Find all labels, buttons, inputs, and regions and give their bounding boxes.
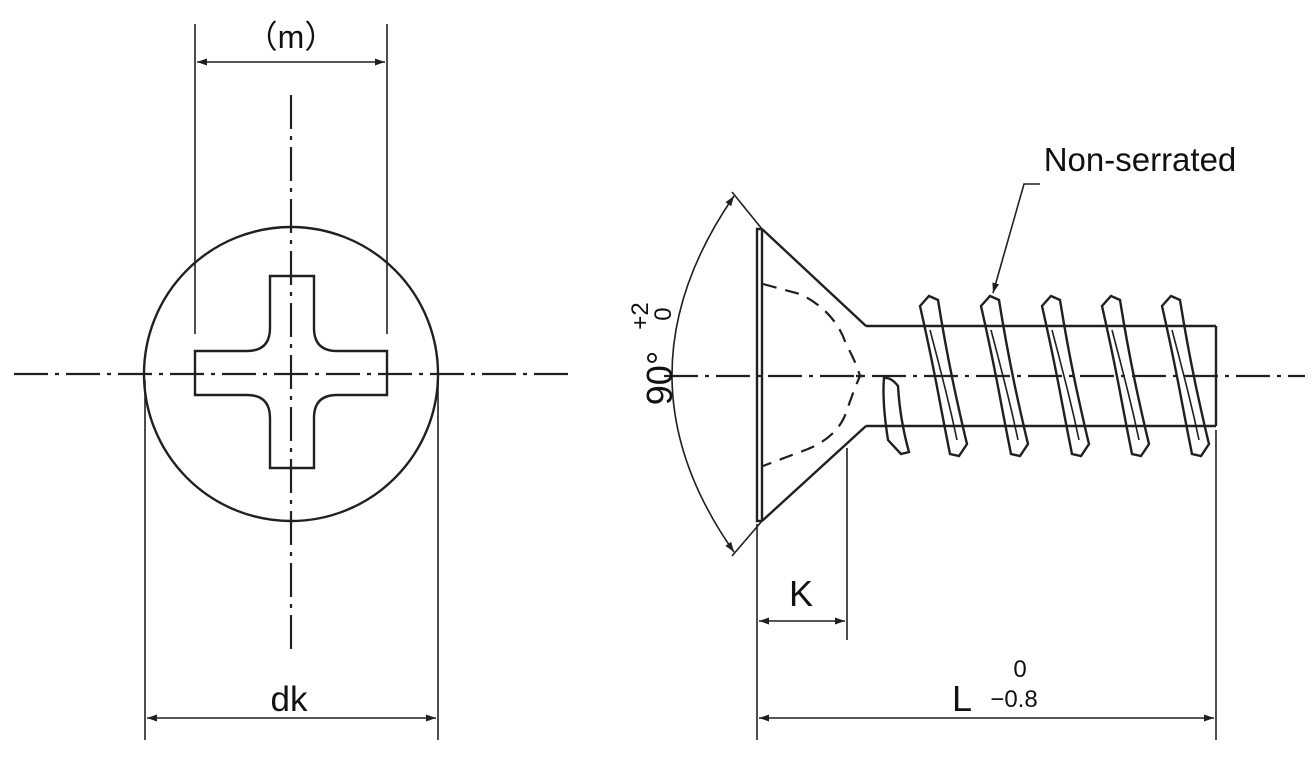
thread-crests [882,294,1211,458]
angle-extension-upper [731,191,763,230]
k-label: K [789,573,813,614]
angle-dimension-arc [671,195,735,553]
non-serrated-label: Non-serrated [1044,141,1237,178]
non-serrated-leader [992,183,1040,294]
l-tolerance-lower: −0.8 [990,686,1037,713]
angle-annotation: 90° +2 0 [627,302,680,405]
head-taper-upper [761,228,867,327]
l-label: L [952,678,972,719]
head-taper-lower [761,425,867,522]
dk-label: dk [271,680,308,719]
angle-tolerance-upper: +2 [627,302,654,329]
l-tolerance-upper: 0 [1013,656,1026,683]
phillips-cross-recess [193,274,389,470]
angle-tolerance-lower: 0 [650,307,677,320]
thread-flanks [929,329,1200,441]
angle-label: 90° [639,351,680,405]
top-view: （m） dk [14,19,568,740]
side-view: 90° +2 0 K L 0 −0.8 Non-serrated [627,141,1305,740]
m-label: （m） [246,19,337,55]
